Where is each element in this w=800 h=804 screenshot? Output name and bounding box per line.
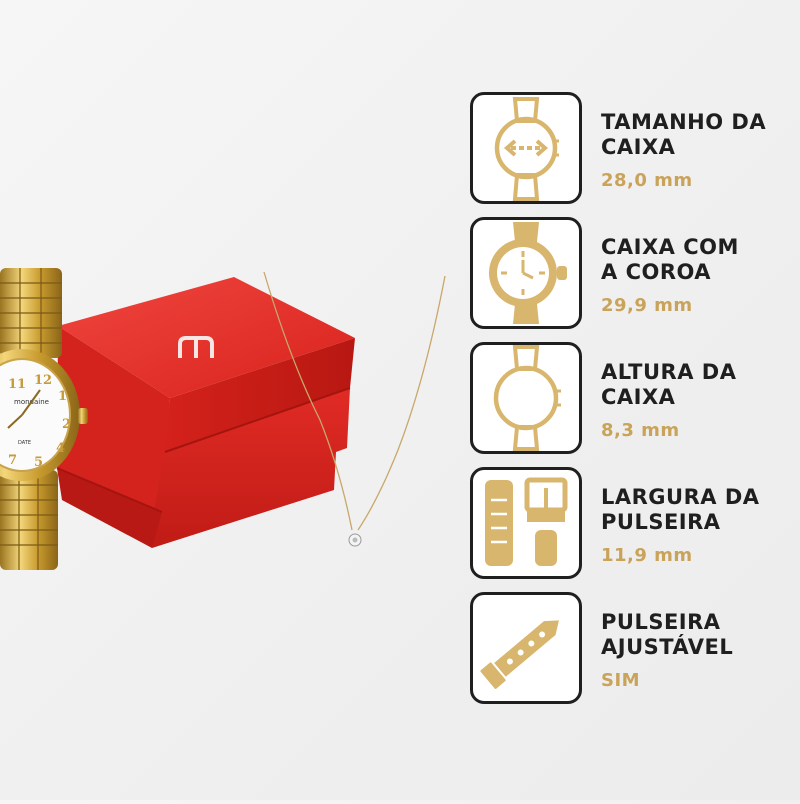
svg-text:11: 11 [8,377,26,392]
strap-width-icon [470,467,582,579]
svg-text:2: 2 [62,417,71,432]
spec-value: 28,0 mm [601,170,693,191]
watch-case-size-icon [470,92,582,204]
svg-text:4: 4 [56,441,65,456]
necklace [263,271,446,547]
adjustable-strap-icon [470,592,582,704]
watch-date-label: DATE [18,440,31,446]
spec-value: 29,9 mm [601,295,693,316]
spec-value: 11,9 mm [601,545,693,566]
watch-crown-icon [470,217,582,329]
gift-box [56,277,355,548]
watch-height-icon [470,342,582,454]
svg-text:5: 5 [34,455,43,470]
svg-text:1: 1 [58,389,67,404]
spec-value: SIM [601,670,641,691]
spec-value: 8,3 mm [601,420,680,441]
box-logo [178,336,214,358]
svg-text:12: 12 [34,373,52,388]
svg-text:7: 7 [8,453,17,468]
